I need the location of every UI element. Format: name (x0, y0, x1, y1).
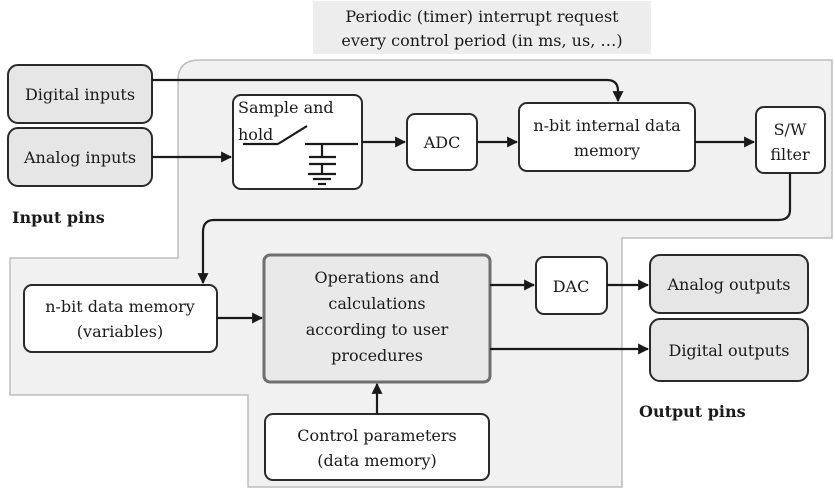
operations-line3: according to user (306, 320, 449, 339)
analog-outputs-box (649, 254, 809, 314)
sample-hold-line2: hold (238, 125, 273, 144)
operations-line2: calculations (328, 294, 425, 313)
digital-inputs-box (7, 64, 153, 124)
input-pins-label: Input pins (12, 208, 105, 227)
digital-inputs-label: Digital inputs (25, 85, 135, 104)
dac-label: DAC (553, 277, 590, 296)
interrupt-note-line1: Periodic (timer) interrupt request (345, 7, 619, 26)
internal-memory-box (518, 102, 696, 172)
switch-capacitor-symbol (243, 125, 358, 186)
arrow-filter-to-data-memory (197, 173, 792, 285)
sample-hold-line1: Sample and (238, 98, 334, 117)
interrupt-note-line2: every control period (in ms, us, …) (341, 31, 622, 50)
operations-line4: procedures (331, 346, 423, 365)
data-memory-line2: (variables) (77, 322, 163, 341)
control-params-line2: (data memory) (317, 451, 436, 470)
data-memory-box (23, 284, 218, 353)
control-params-box (264, 413, 490, 481)
analog-outputs-label: Analog outputs (666, 275, 790, 294)
arrow-digital-inputs-to-memory (152, 78, 624, 103)
internal-memory-line2: memory (574, 141, 640, 160)
adc-label: ADC (423, 133, 461, 152)
sw-filter-line1: S/W (774, 120, 807, 139)
internal-memory-line1: n-bit internal data (533, 116, 681, 135)
interrupt-note-box (313, 1, 651, 54)
sw-filter-line2: filter (770, 145, 810, 164)
control-params-line1: Control parameters (297, 426, 456, 445)
analog-inputs-label: Analog inputs (23, 148, 136, 167)
output-pins-label: Output pins (639, 402, 746, 421)
operations-box (262, 253, 492, 384)
digital-outputs-label: Digital outputs (668, 341, 789, 360)
data-memory-line1: n-bit data memory (45, 297, 195, 316)
digital-outputs-box (649, 318, 809, 382)
operations-line1: Operations and (315, 268, 440, 287)
